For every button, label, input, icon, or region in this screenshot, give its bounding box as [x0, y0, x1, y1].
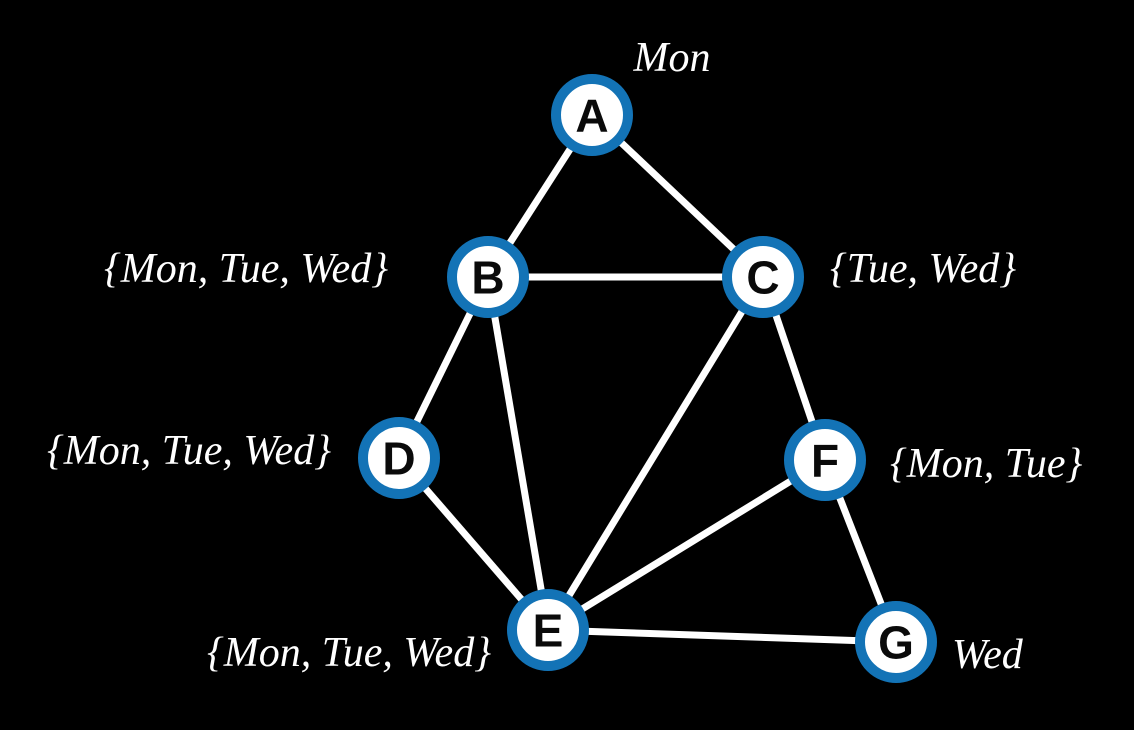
labels-layer: Mon {Mon, Tue, Wed} {Tue, Wed} {Mon, Tue, W… — [47, 35, 1083, 678]
node-circle-A — [551, 74, 633, 156]
nodes-layer: A B C D E F G — [358, 74, 937, 683]
node-letter-C: C — [746, 252, 779, 304]
node-circle-B — [447, 236, 529, 318]
node-G: G — [855, 601, 937, 683]
node-E: E — [507, 589, 589, 671]
edge-E-F — [546, 457, 827, 633]
domain-label-D: {Mon, Tue, Wed} — [47, 428, 331, 474]
node-circle-F — [784, 419, 866, 501]
edge-B-E — [484, 276, 552, 631]
node-letter-B: B — [471, 252, 504, 304]
node-letter-F: F — [811, 435, 839, 487]
domain-label-A: Mon — [633, 35, 711, 81]
node-letter-A: A — [575, 90, 608, 142]
node-circle-C — [722, 236, 804, 318]
node-letter-D: D — [382, 433, 415, 485]
edges-layer — [395, 112, 900, 646]
node-F: F — [784, 419, 866, 501]
node-letter-G: G — [878, 617, 914, 669]
domain-label-G: Wed — [952, 632, 1024, 678]
node-circle-G — [855, 601, 937, 683]
edge-C-E — [545, 275, 766, 632]
node-letter-E: E — [533, 605, 564, 657]
node-circle-E — [507, 589, 589, 671]
node-D: D — [358, 417, 440, 499]
edge-E-G — [547, 626, 897, 646]
node-A: A — [551, 74, 633, 156]
domain-label-C: {Tue, Wed} — [830, 246, 1016, 292]
domain-label-F: {Mon, Tue} — [890, 441, 1082, 487]
node-B: B — [447, 236, 529, 318]
node-C: C — [722, 236, 804, 318]
domain-label-E: {Mon, Tue, Wed} — [207, 630, 491, 676]
domain-label-B: {Mon, Tue, Wed} — [104, 246, 388, 292]
node-circle-D — [358, 417, 440, 499]
